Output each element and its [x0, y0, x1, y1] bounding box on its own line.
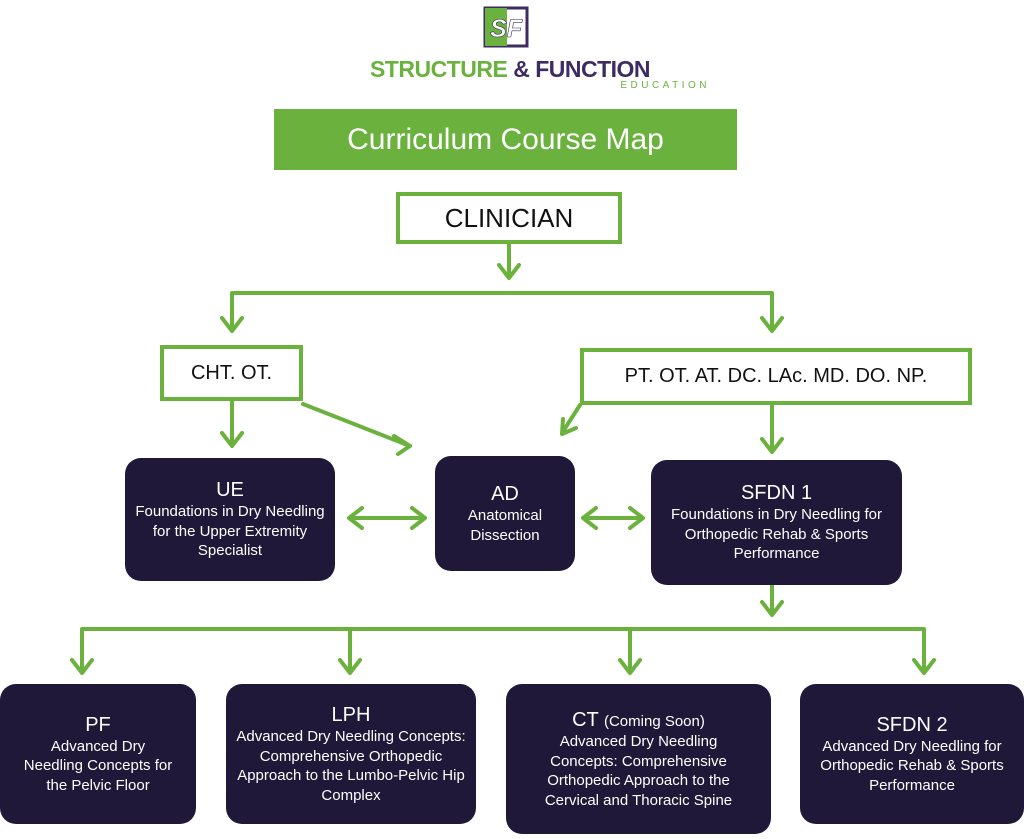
- page-title: Curriculum Course Map: [274, 109, 737, 170]
- course-ct: CT (Coming Soon) Advanced Dry Needling C…: [506, 684, 771, 834]
- course-code: CT: [572, 709, 599, 731]
- course-ue: UE Foundations in Dry Needling for the U…: [125, 458, 335, 581]
- course-desc: Foundations in Dry Needling for the Uppe…: [135, 503, 325, 560]
- course-desc: Advanced Dry Needling for Orthopedic Reh…: [820, 737, 1004, 794]
- root-clinician: CLINICIAN: [396, 192, 622, 244]
- course-lph: LPH Advanced Dry Needling Concepts: Comp…: [226, 684, 476, 824]
- group-cht-ot: CHT. OT.: [160, 345, 303, 401]
- course-code: SFDN 1: [740, 482, 813, 505]
- course-desc: Foundations in Dry Needling for Orthoped…: [671, 506, 882, 563]
- coming-soon-label: (Coming Soon): [603, 713, 705, 730]
- brand-name: STRUCTURE & FUNCTION: [369, 56, 651, 82]
- course-sfdn1: SFDN 1 Foundations in Dry Needling for O…: [651, 460, 902, 585]
- course-pf: PF Advanced Dry Needling Concepts for th…: [0, 684, 196, 824]
- course-desc: Advanced Dry Needling Concepts: Comprehe…: [544, 733, 733, 809]
- course-code: LPH: [331, 704, 371, 726]
- course-code: PF: [85, 713, 111, 736]
- course-code: AD: [491, 483, 519, 505]
- course-desc: Advanced Dry Needling Concepts for the P…: [23, 737, 173, 794]
- group-pt-ot-at: PT. OT. AT. DC. LAc. MD. DO. NP.: [580, 348, 972, 405]
- course-code: UE: [216, 479, 244, 502]
- course-sfdn2: SFDN 2 Advanced Dry Needling for Orthope…: [800, 684, 1024, 824]
- course-desc: Anatomical Dissection: [467, 507, 543, 544]
- svg-text:SF: SF: [490, 15, 523, 43]
- course-code: SFDN 2: [876, 713, 948, 736]
- course-desc: Advanced Dry Needling Concepts: Comprehe…: [236, 728, 466, 804]
- course-ad: AD Anatomical Dissection: [435, 456, 575, 571]
- brand-subtitle: EDUCATION: [620, 80, 710, 91]
- sf-logo: SF: [483, 6, 529, 48]
